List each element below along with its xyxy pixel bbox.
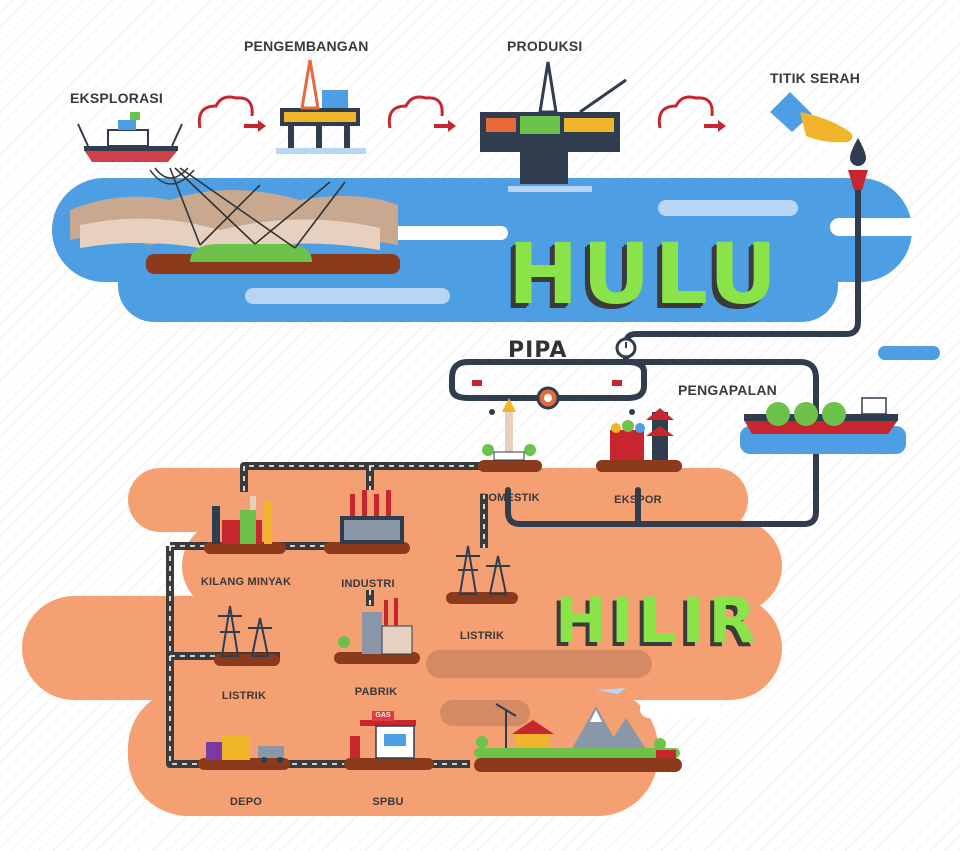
label-listrik-center: LISTRIK: [459, 630, 505, 642]
town-landscape-icon: [474, 688, 680, 758]
pabrik-factory-icon: [338, 598, 413, 655]
industri-factory-icon: [340, 490, 404, 544]
label-domestik: DOMESTIK: [480, 492, 540, 504]
development-platform-icon: [276, 59, 366, 154]
section-title-hulu: HULU: [508, 225, 782, 323]
label-kilang-minyak: KILANG MINYAK: [200, 576, 292, 588]
handover-hand-icon: [770, 92, 868, 190]
label-titik-serah: TITIK SERAH: [770, 70, 861, 86]
process-arrow-icons: [197, 95, 720, 129]
label-pengapalan: PENGAPALAN: [678, 382, 777, 398]
gas-sign: GAS: [372, 711, 394, 721]
label-pabrik: PABRIK: [354, 686, 398, 698]
exploration-ship-icon: [77, 112, 183, 162]
label-pengembangan: PENGEMBANGAN: [244, 38, 369, 54]
label-depo: DEPO: [230, 796, 262, 808]
label-produksi: PRODUKSI: [507, 38, 583, 54]
seabed-layers: [70, 167, 400, 274]
label-eksplorasi: EKSPLORASI: [70, 90, 164, 106]
label-listrik-left: LISTRIK: [221, 690, 267, 702]
kilang-minyak-icon: [212, 496, 272, 544]
label-industri: INDUSTRI: [341, 578, 395, 590]
label-pipa: PIPA: [508, 338, 568, 363]
power-tower-icons: [218, 545, 510, 657]
lng-ship-icon: [740, 397, 906, 454]
pipe-valves: [472, 337, 637, 415]
label-spbu: SPBU: [372, 796, 404, 808]
section-title-hilir: HILIR: [555, 584, 761, 657]
arrow-heads: [258, 120, 726, 132]
domestik-monument-icon: [482, 398, 536, 461]
production-platform-icon: [480, 61, 627, 192]
spbu-gas-station-icon: [350, 720, 416, 759]
depo-icon: [206, 736, 284, 763]
label-ekspor: EKSPOR: [614, 494, 662, 506]
ekspor-landmarks-icon: [610, 408, 674, 460]
islands: [198, 460, 682, 772]
